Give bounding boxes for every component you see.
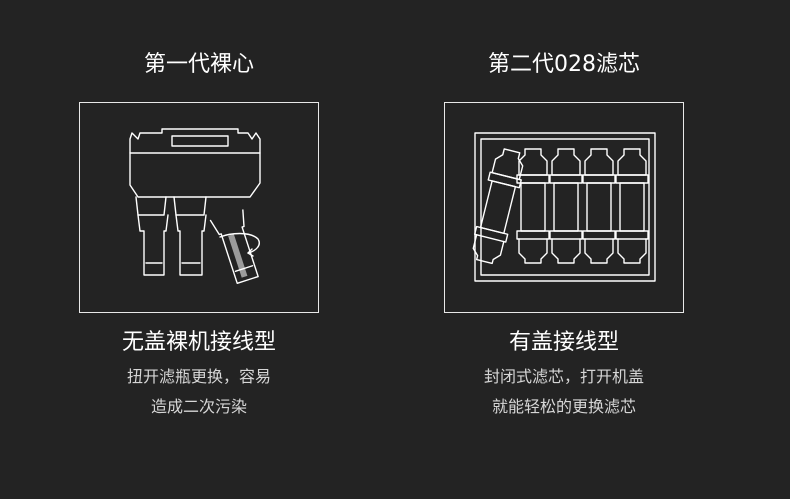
illustration-frame xyxy=(444,102,684,313)
enclosed-cartridge-filter-icon xyxy=(472,132,656,282)
comparison-column-second-generation: 第二代028滤芯 xyxy=(444,0,684,499)
description-line-1: 扭开滤瓶更换，容易 xyxy=(126,367,271,386)
generation-title: 第一代裸心 xyxy=(143,52,254,77)
description-line-2: 就能轻松的更换滤芯 xyxy=(491,397,636,416)
comparison-column-first-generation: 第一代裸心 无盖裸机接线型 扭开滤瓶 xyxy=(79,0,319,499)
description-line-1: 封闭式滤芯，打开机盖 xyxy=(483,367,644,386)
bare-filter-unit-icon xyxy=(129,128,261,285)
generation-title: 第二代028滤芯 xyxy=(488,52,640,77)
type-title: 无盖裸机接线型 xyxy=(121,330,276,355)
type-title: 有盖接线型 xyxy=(508,330,619,355)
illustration-frame xyxy=(79,102,319,313)
description-line-2: 造成二次污染 xyxy=(150,397,247,416)
